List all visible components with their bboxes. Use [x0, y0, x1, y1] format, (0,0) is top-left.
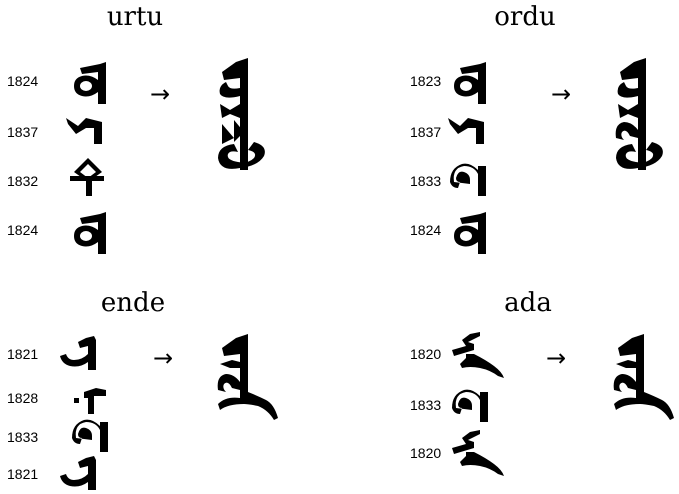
code-label: 1833	[410, 397, 442, 413]
o-glyph-icon	[450, 62, 490, 104]
code-label: 1823	[410, 73, 442, 89]
u-glyph-icon	[70, 62, 110, 104]
arrow-icon: →	[551, 80, 572, 108]
arrow-icon: →	[546, 344, 567, 372]
code-label: 1824	[7, 222, 39, 238]
e-glyph-icon	[60, 456, 106, 490]
r-glyph-icon	[446, 114, 490, 144]
arrow-icon: →	[150, 80, 171, 108]
code-label: 1833	[7, 429, 39, 445]
t-glyph-icon	[68, 158, 108, 196]
n-glyph-icon	[72, 384, 112, 414]
code-label: 1824	[7, 73, 39, 89]
ada-composite-icon	[610, 334, 676, 424]
r-glyph-icon	[64, 114, 108, 144]
a-glyph-icon	[450, 430, 506, 476]
ende-composite-icon	[214, 334, 280, 424]
code-label: 1837	[410, 124, 442, 140]
word-title-ordu: ordu	[494, 2, 556, 32]
d-glyph-icon	[450, 162, 490, 196]
u-glyph-icon	[70, 212, 110, 254]
code-label: 1820	[410, 346, 442, 362]
d-glyph-icon	[452, 388, 492, 422]
word-title-ende: ende	[100, 288, 166, 318]
code-label: 1821	[7, 466, 39, 482]
urtu-composite-icon	[214, 58, 274, 178]
word-title-ada: ada	[504, 288, 552, 318]
word-title-urtu: urtu	[106, 2, 164, 32]
code-label: 1820	[410, 445, 442, 461]
ordu-composite-icon	[612, 58, 672, 178]
a-glyph-icon	[450, 332, 506, 378]
code-label: 1824	[410, 222, 442, 238]
code-label: 1821	[7, 346, 39, 362]
code-label: 1828	[7, 390, 39, 406]
code-label: 1832	[7, 173, 39, 189]
code-label: 1833	[410, 173, 442, 189]
u-glyph-icon	[450, 212, 490, 254]
e-glyph-icon	[60, 336, 106, 370]
code-label: 1837	[7, 124, 39, 140]
arrow-icon: →	[153, 344, 174, 372]
d-glyph-icon	[72, 418, 112, 452]
